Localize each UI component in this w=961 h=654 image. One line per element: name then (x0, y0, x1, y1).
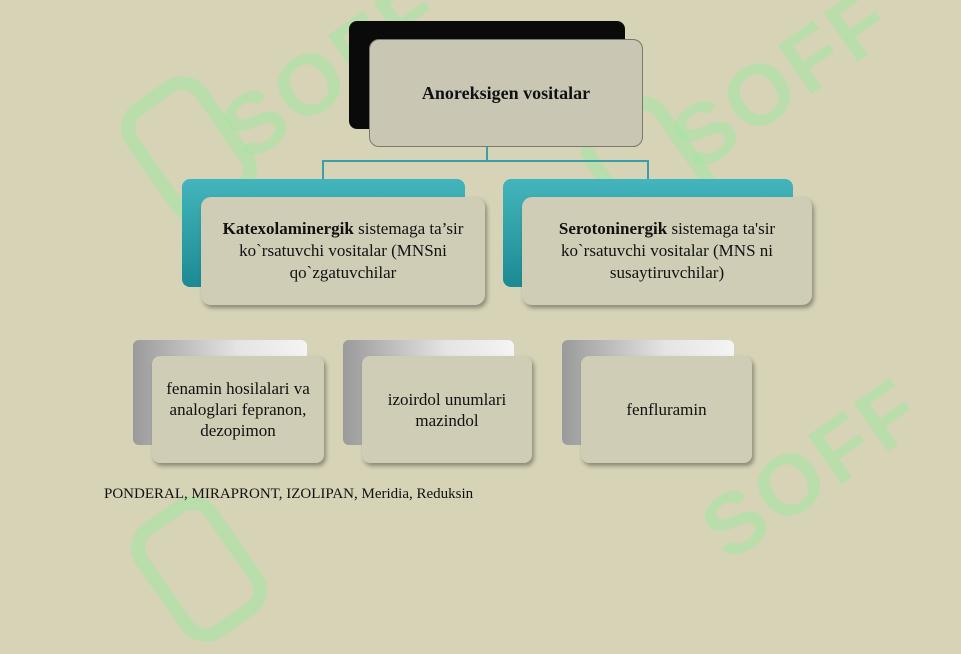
branch-right-node: Serotoninergik sistemaga ta'sir ko`rsatu… (522, 197, 812, 305)
connector-horizontal (322, 160, 649, 162)
root-node: Anoreksigen vositalar (369, 39, 643, 147)
branch-left-bold: Katexolaminergik (222, 219, 354, 238)
root-node-label: Anoreksigen vositalar (421, 82, 591, 103)
branch-left-text: Katexolaminergik sistemaga ta’sir ko`rsa… (215, 218, 471, 284)
footer-text: PONDERAL, MIRAPRONT, IZOLIPAN, Meridia, … (104, 486, 474, 502)
leaf-2-label: izoirdol unumlari mazindol (387, 389, 507, 430)
branch-left-node: Katexolaminergik sistemaga ta’sir ko`rsa… (201, 197, 485, 305)
branch-left-rest: sistemaga ta’sir ko`rsatuvchi vositalar … (239, 219, 464, 282)
watermark-text: SOFF (654, 0, 911, 189)
leaf-1-node: fenamin hosilalari va analoglari feprano… (152, 356, 324, 463)
leaf-3-label: fenfluramin (626, 400, 707, 419)
branch-right-bold: Serotoninergik (558, 219, 668, 238)
leaf-2-node: izoirdol unumlari mazindol (362, 356, 532, 463)
connector-root-down (486, 147, 488, 161)
leaf-3-node: fenfluramin (581, 356, 752, 463)
leaf-1-label: fenamin hosilalari va analoglari feprano… (166, 379, 310, 440)
branch-right-rest: sistemaga ta'sir ko`rsatuvchi vositalar … (561, 219, 776, 282)
connector-right-down (647, 160, 649, 180)
watermark-logo-icon (119, 484, 279, 654)
connector-left-down (322, 160, 324, 180)
branch-right-text: Serotoninergik sistemaga ta'sir ko`rsatu… (536, 218, 798, 284)
